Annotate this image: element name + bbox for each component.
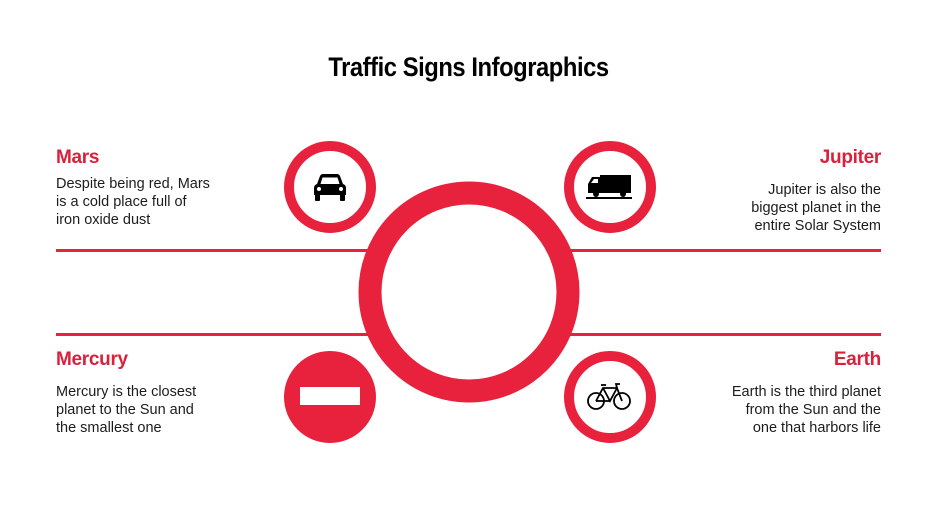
info-block-jupiter: Jupiter Jupiter is also the biggest plan… xyxy=(661,147,881,235)
description-line: one that harbors life xyxy=(752,420,881,436)
block-heading: Mercury xyxy=(56,349,128,370)
bicycle-icon xyxy=(564,351,656,443)
page-title: Traffic Signs Infographics xyxy=(328,52,609,82)
block-heading: Mars xyxy=(56,147,100,168)
description-line: entire Solar System xyxy=(754,218,881,234)
description-line: biggest planet in the xyxy=(751,200,881,216)
description-line: Jupiter is also the xyxy=(768,182,881,198)
block-heading: Earth xyxy=(833,349,881,370)
description-line: Despite being red, Mars xyxy=(56,176,210,192)
description-line: is a cold place full of xyxy=(56,194,187,210)
description-line: the smallest one xyxy=(56,420,162,436)
block-description: Jupiter is also the biggest planet in th… xyxy=(661,181,881,235)
block-description: Despite being red, Mars is a cold place … xyxy=(56,175,276,229)
truck-icon xyxy=(564,141,656,233)
car-icon xyxy=(284,141,376,233)
block-description: Mercury is the closest planet to the Sun… xyxy=(56,383,276,437)
info-block-earth: Earth Earth is the third planet from the… xyxy=(661,349,881,437)
description-line: Earth is the third planet xyxy=(731,384,881,400)
description-line: planet to the Sun and xyxy=(56,402,194,418)
info-block-mars: Mars Despite being red, Mars is a cold p… xyxy=(56,147,276,229)
no-entry-icon xyxy=(284,351,376,443)
description-line: Mercury is the closest xyxy=(56,384,197,400)
description-line: iron oxide dust xyxy=(56,212,151,228)
prohibition-ring-icon xyxy=(358,181,580,403)
block-heading: Jupiter xyxy=(819,147,882,168)
description-line: from the Sun and the xyxy=(745,402,881,418)
info-block-mercury: Mercury Mercury is the closest planet to… xyxy=(56,349,276,437)
block-description: Earth is the third planet from the Sun a… xyxy=(661,383,881,437)
